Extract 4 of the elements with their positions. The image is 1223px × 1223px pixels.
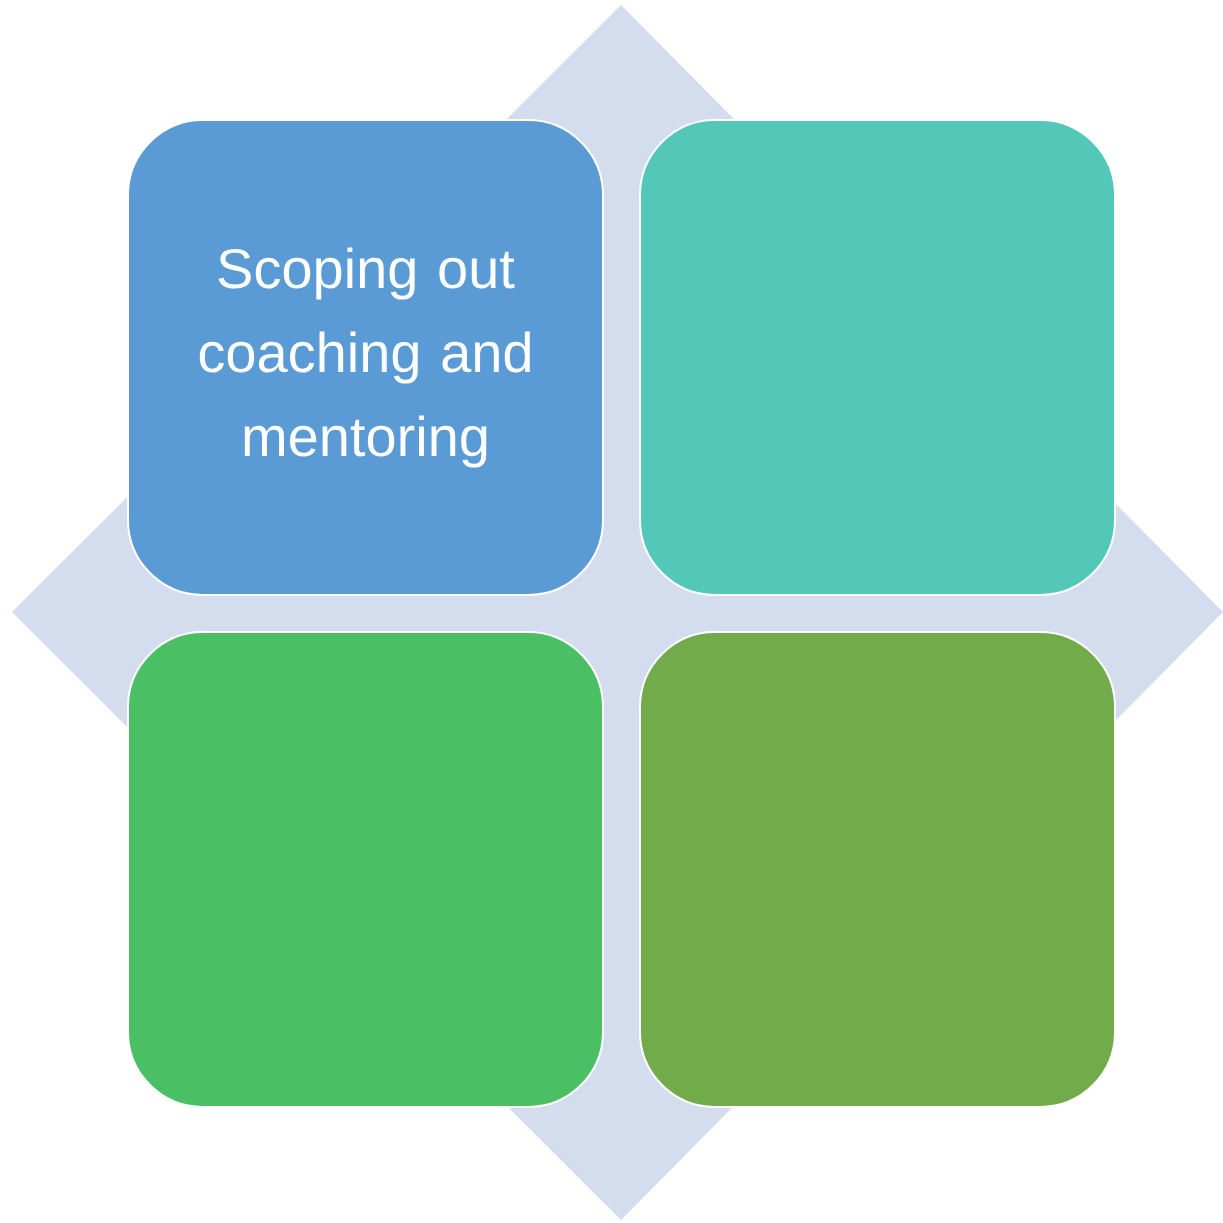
rounded-box bbox=[639, 119, 1116, 596]
text-box: Scoping out coaching and mentoring bbox=[127, 119, 604, 596]
rounded-box bbox=[639, 631, 1116, 1108]
rounded-box bbox=[127, 631, 604, 1108]
